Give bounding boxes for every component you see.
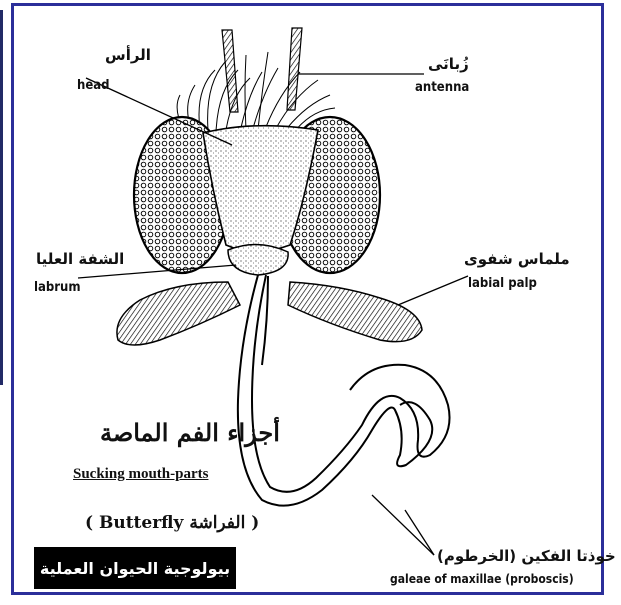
labrum-label-arabic: الشفة العليا <box>36 250 124 268</box>
galeae-label: galeae of maxillae (proboscis) <box>390 572 574 586</box>
galeae-label-arabic: خوذتا الفكين (الخرطوم) <box>437 547 616 565</box>
subtitle-butterfly: ( الفراشة Butterfly ) <box>85 513 259 533</box>
antenna-label-arabic: زُبانَى <box>428 55 469 73</box>
labial-palp-label-arabic: ملماس شفوى <box>464 250 570 268</box>
antenna-right <box>287 28 302 110</box>
labial-palp-left <box>117 282 240 345</box>
title-arabic: أجزاء الفم الماصة <box>100 418 280 447</box>
labial-palp-label: labial palp <box>468 276 537 291</box>
head-label: head <box>77 78 110 93</box>
labial-palp-right <box>288 282 422 342</box>
labrum-shape <box>228 244 288 275</box>
title-english: Sucking mouth-parts <box>73 466 208 483</box>
labrum-label: labrum <box>34 280 81 295</box>
book-badge: بيولوجية الحيوان العملية <box>34 547 236 589</box>
head-label-arabic: الرأس <box>105 46 151 64</box>
antenna-label: antenna <box>415 80 469 95</box>
antenna-left <box>222 30 238 112</box>
book-badge-text: بيولوجية الحيوان العملية <box>40 559 230 578</box>
